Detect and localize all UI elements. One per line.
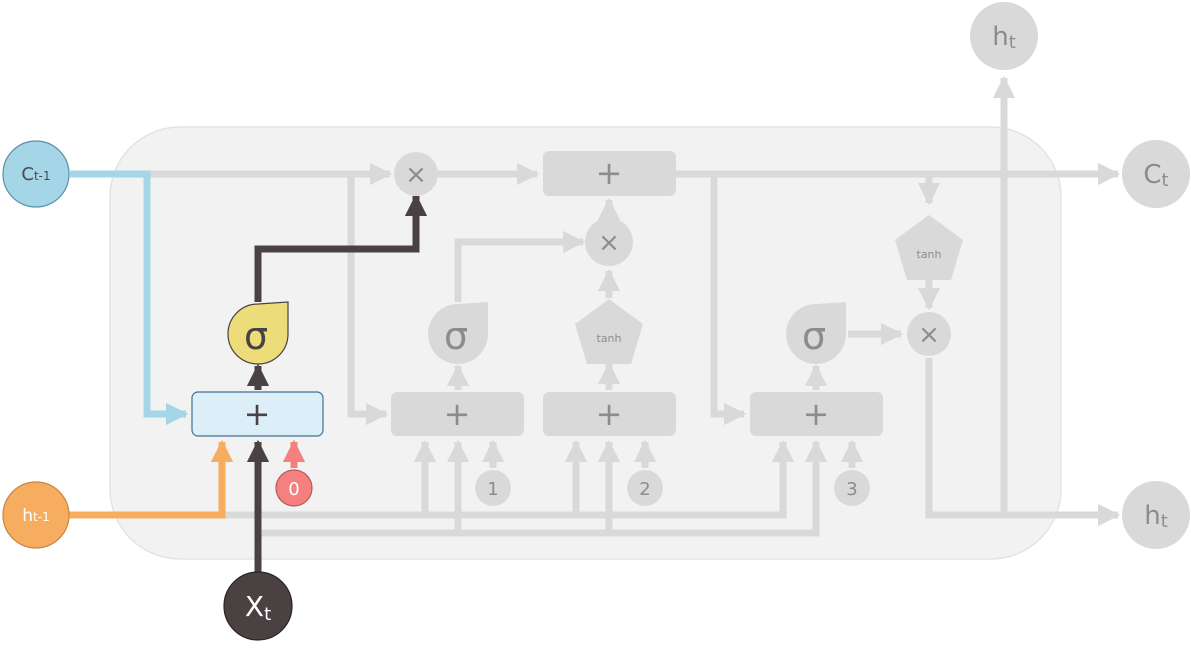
svg-text:Ct: Ct	[1143, 160, 1168, 191]
sigma-3-symbol: σ	[802, 314, 826, 358]
sigma-gate-3: σ	[786, 302, 846, 364]
tanh-output-node: tanh	[895, 215, 963, 280]
cell-state-add-symbol: +	[596, 154, 623, 192]
c-prev-input: Ct-1	[2, 140, 70, 208]
bias-0-label: 0	[288, 479, 299, 500]
bias-3-node: 3	[834, 470, 870, 506]
input-multiply-symbol: ×	[598, 228, 620, 258]
gate-2-add-symbol: +	[596, 395, 623, 433]
sigma0-to-forget-multiply-arrow	[254, 193, 428, 302]
forget-gate-add-symbol: +	[244, 395, 271, 433]
x-t-label: X	[245, 590, 264, 623]
inactive-connections	[150, 75, 1121, 537]
svg-text:ht-1: ht-1	[22, 506, 49, 526]
c-t-output: Ct	[1122, 140, 1190, 208]
output-multiply-node: ×	[907, 312, 951, 356]
bias-0-node: 0	[275, 469, 313, 507]
sigma-1-symbol: σ	[444, 314, 468, 358]
h-t-top-output: ht	[970, 2, 1038, 70]
cell-state-add-node: +	[543, 151, 676, 196]
tanh-candidate-node: tanh	[575, 299, 643, 364]
h-t-top-subscript: t	[1009, 32, 1016, 53]
forget-gate-add-node: +	[191, 391, 324, 437]
h-prev-to-forget-gate-arrow	[68, 439, 234, 519]
svg-text:ht: ht	[1144, 501, 1168, 532]
h-prev-label: h	[22, 506, 33, 526]
forget-multiply-node: ×	[394, 152, 438, 196]
forget-sigma-gate: σ	[227, 301, 289, 365]
input-multiply-node: ×	[585, 218, 633, 266]
tanh-candidate-label: tanh	[597, 332, 622, 345]
h-prev-input: ht-1	[2, 481, 70, 549]
svg-text:Ct-1: Ct-1	[21, 164, 50, 185]
c-t-label: C	[1143, 160, 1161, 190]
forget-multiply-symbol: ×	[405, 160, 427, 190]
output-multiply-symbol: ×	[918, 320, 940, 350]
c-prev-label: C	[21, 164, 34, 185]
bias-2-label: 2	[639, 479, 650, 500]
gate-1-add-symbol: +	[444, 395, 471, 433]
bias-1-node: 1	[475, 470, 511, 506]
c-t-subscript: t	[1162, 170, 1169, 191]
forget-sigma-symbol: σ	[244, 314, 268, 358]
gate-3-add-symbol: +	[803, 395, 830, 433]
bias-1-label: 1	[487, 479, 498, 500]
c-prev-subscript: t-1	[34, 169, 51, 183]
bias-3-label: 3	[846, 479, 857, 500]
bias-2-node: 2	[627, 470, 663, 506]
c-prev-to-forget-gate-arrow	[70, 170, 189, 426]
sigma-gate-1: σ	[428, 302, 488, 364]
gate-1-add-node: +	[391, 392, 524, 436]
h-t-right-label: h	[1144, 501, 1160, 531]
h-t-right-subscript: t	[1161, 511, 1168, 532]
x-t-subscript: t	[264, 604, 271, 625]
gate-3-add-node: +	[750, 392, 883, 436]
svg-text:Xt: Xt	[245, 590, 271, 625]
h-prev-subscript: t-1	[33, 510, 50, 524]
svg-text:ht: ht	[992, 22, 1016, 53]
gate-2-add-node: +	[543, 392, 676, 436]
tanh-output-label: tanh	[917, 248, 942, 261]
h-t-top-label: h	[992, 22, 1008, 52]
h-t-right-output: ht	[1122, 481, 1190, 549]
x-t-input: Xt	[223, 571, 293, 641]
